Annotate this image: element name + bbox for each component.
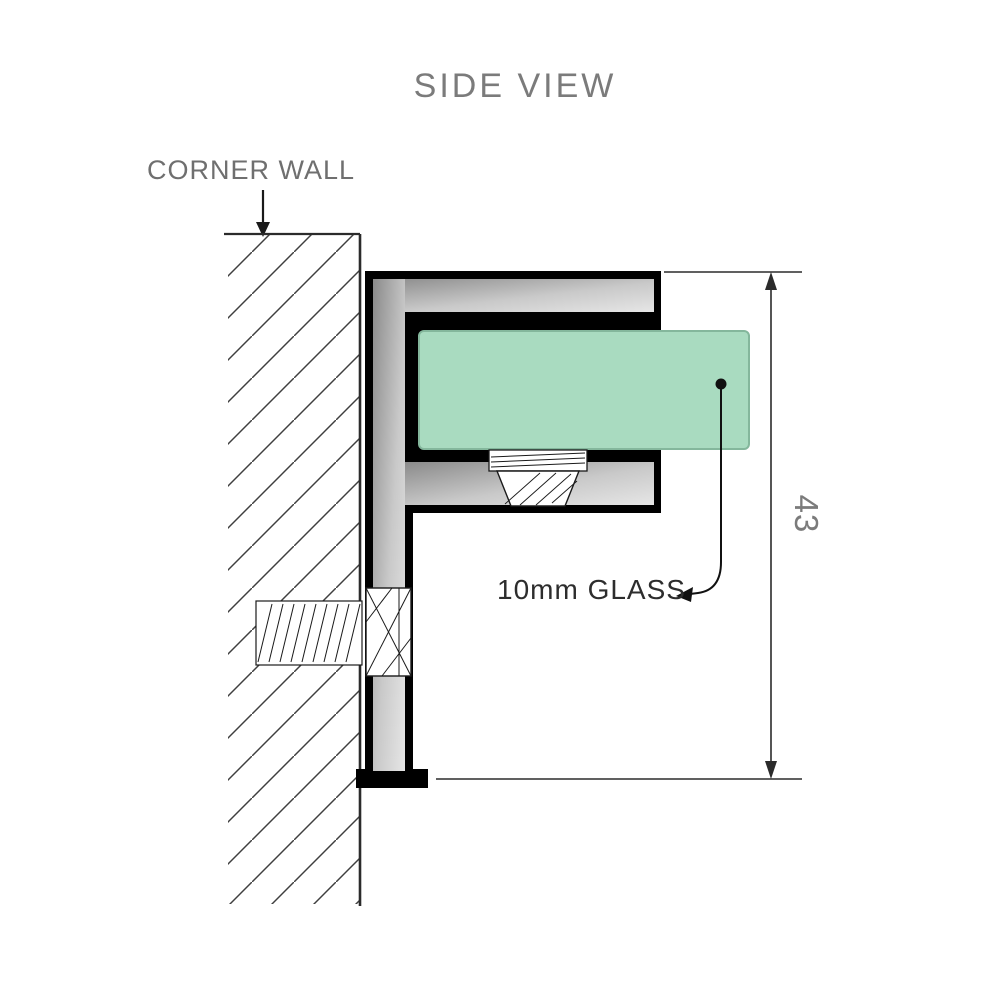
grub-screw-hatching bbox=[504, 472, 578, 506]
wall-screw bbox=[255, 587, 412, 677]
bracket-top-arm bbox=[373, 279, 654, 312]
bracket-bottom-cap bbox=[356, 769, 428, 788]
corner-wall-arrowhead bbox=[256, 222, 270, 237]
dimension-arrowhead-top bbox=[765, 272, 777, 290]
dimension-43: 43 bbox=[436, 271, 825, 780]
page-title: SIDE VIEW bbox=[414, 67, 617, 105]
glass-leader-line bbox=[689, 384, 722, 595]
glass-leader bbox=[676, 378, 727, 602]
corner-wall-arrow bbox=[256, 190, 270, 237]
dimension-label: 43 bbox=[788, 495, 825, 534]
wall-screw-thread-lines bbox=[257, 603, 361, 663]
wall-screw-head-detail bbox=[365, 587, 412, 677]
grub-screw bbox=[488, 449, 588, 507]
bracket-spine bbox=[373, 279, 405, 771]
glass-label: 10mm GLASS bbox=[497, 574, 686, 605]
wall-hatching bbox=[228, 234, 360, 904]
glass-leader-arrowhead bbox=[676, 587, 693, 602]
wall bbox=[224, 232, 362, 906]
glass-panel bbox=[418, 330, 750, 450]
dimension-arrowhead-bottom bbox=[765, 761, 777, 779]
corner-wall-label: CORNER WALL bbox=[147, 155, 355, 185]
